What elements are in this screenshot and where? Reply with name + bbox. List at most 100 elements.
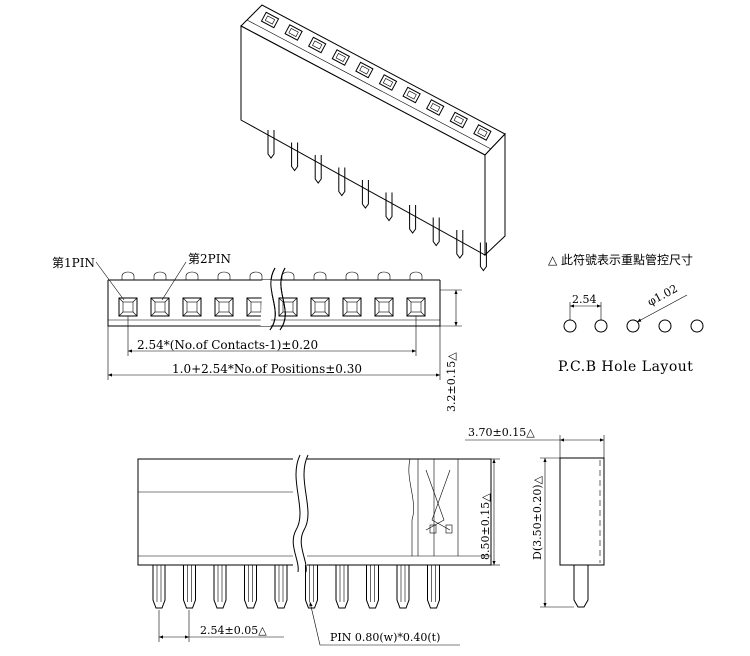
- front-cell: [374, 297, 394, 317]
- iso-cell-inner: [312, 40, 323, 50]
- pcb-pitch-dim: 2.54: [572, 293, 597, 306]
- iso-pin: [291, 142, 299, 172]
- pin1-label: 第1PIN: [52, 256, 95, 270]
- front-cell-inner: [346, 301, 358, 313]
- iso-cell-inner: [288, 28, 299, 37]
- front-cell-corner: [246, 311, 252, 317]
- pitch-contacts-dim: 2.54*(No.of Contacts-1)±0.20: [137, 338, 318, 352]
- legend-text: △ 此符號表示重點管控尺寸: [548, 252, 693, 267]
- front-cell: [150, 297, 170, 317]
- iso-cell: [425, 99, 445, 116]
- front-cell-corner: [278, 311, 284, 317]
- front-cell-corner: [164, 311, 170, 317]
- front-cell-corner: [310, 311, 316, 317]
- front-cell: [342, 297, 362, 317]
- front-cell-corner: [310, 297, 316, 303]
- iso-cell: [449, 111, 469, 129]
- front-cell-corner: [150, 311, 156, 317]
- front-cell-inner: [314, 301, 326, 313]
- iso-cell: [284, 24, 303, 41]
- front-cell-inner: [282, 301, 294, 313]
- pin-size-label: PIN 0.80(w)*0.40(t): [330, 631, 440, 644]
- front-cell-inner: [154, 301, 166, 313]
- iso-cell: [307, 36, 327, 54]
- front-cell-corner: [324, 297, 330, 303]
- isometric-view: [240, 4, 506, 272]
- side-pin: [366, 565, 379, 609]
- front-notch: [409, 271, 423, 280]
- front-cell: [214, 297, 234, 317]
- pin-pitch-dim: 2.54±0.05△: [200, 624, 267, 637]
- front-cell-corner: [164, 297, 170, 303]
- side-pin: [396, 565, 410, 609]
- front-cell: [182, 297, 202, 317]
- iso-pin: [385, 192, 393, 222]
- body-height-dim: 8.50±0.15△: [479, 493, 492, 560]
- iso-pin: [409, 205, 417, 234]
- front-cell-corner: [292, 311, 298, 317]
- front-notch: [345, 271, 359, 280]
- side-pin: [244, 565, 257, 609]
- iso-cell: [260, 11, 280, 29]
- front-cell-corner: [356, 297, 362, 303]
- front-cell-corner: [182, 311, 188, 317]
- front-cell-corner: [324, 311, 330, 317]
- iso-cell-inner: [430, 103, 441, 112]
- iso-pin: [338, 167, 346, 197]
- front-cell-corner: [406, 311, 412, 317]
- front-cell-inner: [378, 301, 390, 313]
- front-cell-corner: [214, 311, 220, 317]
- iso-pin: [456, 230, 464, 259]
- iso-cell: [473, 124, 492, 141]
- front-notch: [377, 271, 391, 280]
- front-notch: [281, 271, 295, 280]
- iso-cell-inner: [406, 90, 417, 100]
- front-cell-corner: [118, 297, 124, 303]
- end-view: [465, 435, 605, 608]
- front-cell-corner: [196, 311, 202, 317]
- front-notch: [217, 271, 231, 280]
- iso-pin: [267, 130, 275, 159]
- front-cell-inner: [410, 301, 422, 313]
- front-cell-corner: [420, 297, 426, 303]
- front-cell-inner: [218, 301, 230, 313]
- side-pin: [274, 565, 288, 609]
- height-side-dim: 3.2±0.15△: [445, 352, 458, 412]
- front-cell-corner: [342, 311, 348, 317]
- front-notch: [153, 271, 167, 280]
- iso-cell-inner: [453, 115, 464, 125]
- front-cell: [310, 297, 330, 317]
- iso-pin: [314, 155, 322, 184]
- front-cell-corner: [228, 297, 234, 303]
- depth-dim: D(3.50±0.20)△: [531, 475, 544, 560]
- front-cell-corner: [132, 297, 138, 303]
- side-pin: [183, 565, 196, 609]
- total-length-dim: 1.0+2.54*No.of Positions±0.30: [172, 362, 362, 376]
- front-cell-corner: [278, 297, 284, 303]
- iso-cell-inner: [359, 65, 370, 75]
- iso-cell-inner: [382, 78, 394, 87]
- width-top-dim: 3.70±0.15△: [468, 426, 535, 439]
- pin2-label: 第2PIN: [188, 252, 231, 266]
- front-view: [95, 261, 462, 380]
- front-cell-corner: [374, 311, 380, 317]
- front-cell-corner: [388, 311, 394, 317]
- front-cell-corner: [356, 311, 362, 317]
- front-cell-corner: [406, 297, 412, 303]
- front-cell-corner: [118, 311, 124, 317]
- side-pin: [152, 565, 166, 609]
- side-view: [137, 454, 500, 646]
- iso-pin: [479, 242, 487, 272]
- side-pin: [305, 565, 318, 609]
- iso-cell: [378, 74, 398, 91]
- front-cell-corner: [214, 297, 220, 303]
- front-cell-inner: [250, 301, 262, 313]
- iso-cell-inner: [335, 53, 346, 62]
- iso-pin: [361, 180, 369, 209]
- front-cell-corner: [196, 297, 202, 303]
- front-cell: [278, 297, 298, 317]
- pcb-title: P.C.B Hole Layout: [558, 359, 693, 375]
- iso-cell: [331, 49, 351, 66]
- front-notch: [185, 271, 199, 280]
- front-notch: [313, 271, 327, 280]
